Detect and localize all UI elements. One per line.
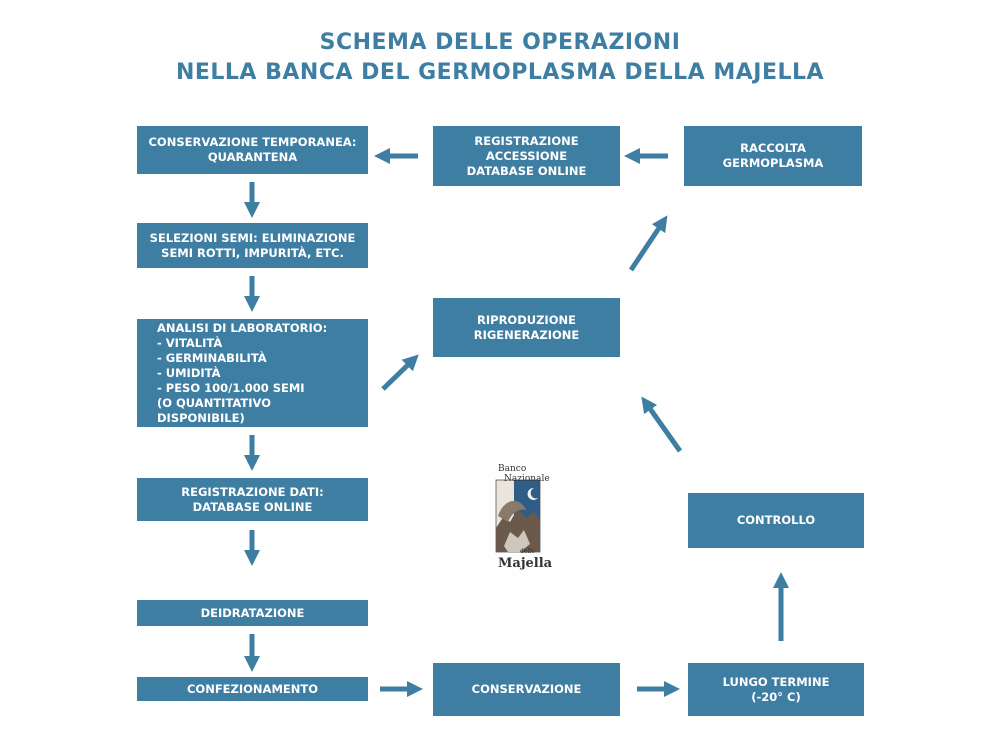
banca-majella-logo: Banco Nazionale delle Majella bbox=[490, 458, 560, 578]
arrow-riproduzione-to-raccolta bbox=[628, 215, 668, 272]
box-lungo-termine-label: LUNGO TERMINE (-20° C) bbox=[722, 674, 830, 704]
box-registrazione-accessione-label: REGISTRAZIONE ACCESSIONE DATABASE ONLINE bbox=[466, 133, 587, 178]
box-registrazione-dati-label: REGISTRAZIONE DATI: DATABASE ONLINE bbox=[181, 484, 324, 514]
box-controllo: CONTROLLO bbox=[688, 493, 864, 548]
box-selezioni-semi-label: SELEZIONI SEMI: ELIMINAZIONE SEMI ROTTI,… bbox=[149, 230, 356, 260]
logo-text-banco: Banco bbox=[498, 464, 527, 474]
box-registrazione-accessione: REGISTRAZIONE ACCESSIONE DATABASE ONLINE bbox=[433, 126, 620, 186]
box-lungo-termine: LUNGO TERMINE (-20° C) bbox=[688, 663, 864, 716]
logo-graphic bbox=[495, 479, 541, 553]
box-riproduzione: RIPRODUZIONE RIGENERAZIONE bbox=[433, 298, 620, 357]
logo-text-nazionale: Nazionale bbox=[504, 474, 550, 484]
diagram-title-line2: NELLA BANCA DEL GERMOPLASMA DELLA MAJELL… bbox=[175, 60, 825, 85]
box-selezioni-semi: SELEZIONI SEMI: ELIMINAZIONE SEMI ROTTI,… bbox=[137, 223, 368, 268]
box-deidratazione-label: DEIDRATAZIONE bbox=[200, 605, 305, 620]
box-raccolta-germoplasma-label: RACCOLTA GERMOPLASMA bbox=[722, 141, 824, 170]
diagram-title-line1: SCHEMA DELLE OPERAZIONI bbox=[319, 30, 681, 55]
box-conservazione: CONSERVAZIONE bbox=[433, 663, 620, 716]
box-registrazione-dati: REGISTRAZIONE DATI: DATABASE ONLINE bbox=[137, 478, 368, 521]
box-analisi-laboratorio: ANALISI DI LABORATORIO: - VITALITÀ - GER… bbox=[137, 319, 368, 427]
box-controllo-label: CONTROLLO bbox=[736, 513, 816, 527]
logo-text-majella: Majella bbox=[498, 556, 553, 571]
box-conservazione-temporanea: CONSERVAZIONE TEMPORANEA: QUARANTENA bbox=[137, 126, 368, 174]
box-confezionamento-label: CONFEZIONAMENTO bbox=[186, 681, 318, 696]
arrow-analisi-to-riproduzione bbox=[381, 354, 419, 391]
box-conservazione-temporanea-label: CONSERVAZIONE TEMPORANEA: QUARANTENA bbox=[148, 135, 357, 164]
logo-text-delle: delle bbox=[520, 548, 535, 555]
box-conservazione-label: CONSERVAZIONE bbox=[471, 682, 582, 696]
box-confezionamento: CONFEZIONAMENTO bbox=[137, 677, 368, 701]
box-deidratazione: DEIDRATAZIONE bbox=[137, 600, 368, 626]
arrow-controllo-to-riproduzione bbox=[641, 396, 683, 453]
box-raccolta-germoplasma: RACCOLTA GERMOPLASMA bbox=[684, 126, 862, 186]
box-analisi-laboratorio-label: ANALISI DI LABORATORIO: - VITALITÀ - GER… bbox=[157, 320, 328, 425]
box-riproduzione-label: RIPRODUZIONE RIGENERAZIONE bbox=[473, 312, 580, 342]
